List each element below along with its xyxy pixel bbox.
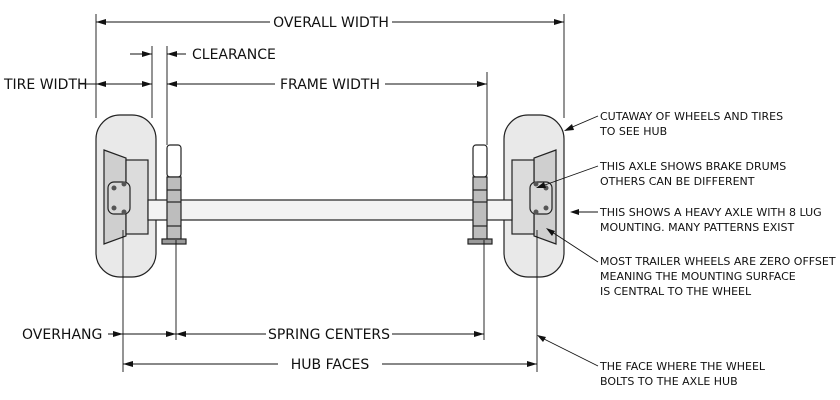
right-lug-nut [533,209,539,215]
note-cutaway-line-2: TO SEE HUB [599,125,667,138]
right-lug-nut [543,205,549,211]
left-spring-pack [166,176,182,240]
dim-clearance: CLEARANCE [130,47,276,63]
dim-hub-faces: HUB FACES [123,357,537,373]
right-spring-pack [472,176,488,240]
hub-faces-label: HUB FACES [291,357,370,373]
note-lug-mounting: THIS SHOWS A HEAVY AXLE WITH 8 LUG MOUNT… [570,206,822,234]
left-frame-rail [166,144,182,178]
note-hub-face: THE FACE WHERE THE WHEEL BOLTS TO THE AX… [537,335,766,388]
right-spring-assembly [467,144,493,245]
left-lug-nut [121,181,127,187]
right-lug-nut [533,181,539,187]
note-lug-mounting-line-1: THIS SHOWS A HEAVY AXLE WITH 8 LUG [599,206,822,219]
left-lug-nut [111,185,117,191]
overhang-label: OVERHANG [22,327,102,343]
spring-centers-label: SPRING CENTERS [268,327,390,343]
dim-spring-centers: SPRING CENTERS [176,327,484,343]
right-wheel [503,114,565,278]
extension-lines [95,14,565,372]
note-zero-offset: MOST TRAILER WHEELS ARE ZERO OFFSET MEAN… [546,228,836,298]
left-hub [107,181,131,215]
left-spring-assembly [161,144,187,245]
tire-width-label: TIRE WIDTH [3,77,88,93]
left-lug-nut [121,209,127,215]
note-hub-face-line-2: BOLTS TO THE AXLE HUB [600,375,738,388]
right-frame-rail [472,144,488,178]
note-zero-offset-line-2: MEANING THE MOUNTING SURFACE [600,270,796,283]
note-zero-offset-line-3: IS CENTRAL TO THE WHEEL [600,285,752,298]
clearance-label: CLEARANCE [192,47,276,63]
dim-frame-width: FRAME WIDTH [167,77,487,93]
frame-width-label: FRAME WIDTH [280,77,380,93]
note-zero-offset-line-1: MOST TRAILER WHEELS ARE ZERO OFFSET [600,255,836,268]
axle-tube [147,199,513,221]
left-u-bolt-plate [161,238,187,245]
note-cutaway-line-1: CUTAWAY OF WHEELS AND TIRES [600,110,783,123]
dim-overhang: OVERHANG [22,327,176,343]
note-hub-face-line-1: THE FACE WHERE THE WHEEL [599,360,766,373]
note-cutaway: CUTAWAY OF WHEELS AND TIRES TO SEE HUB [564,110,783,138]
note-lug-mounting-line-2: MOUNTING. MANY PATTERNS EXIST [600,221,794,234]
note-brake-drums-line-2: OTHERS CAN BE DIFFERENT [600,175,755,188]
right-u-bolt-plate [467,238,493,245]
left-lug-nut [111,205,117,211]
dim-tire-width: TIRE WIDTH [3,77,152,93]
note-brake-drums: THIS AXLE SHOWS BRAKE DRUMS OTHERS CAN B… [536,160,786,188]
dim-overall-width: OVERALL WIDTH [96,15,564,31]
note-brake-drums-line-1: THIS AXLE SHOWS BRAKE DRUMS [599,160,786,173]
left-wheel [95,114,157,278]
overall-width-label: OVERALL WIDTH [273,15,389,31]
